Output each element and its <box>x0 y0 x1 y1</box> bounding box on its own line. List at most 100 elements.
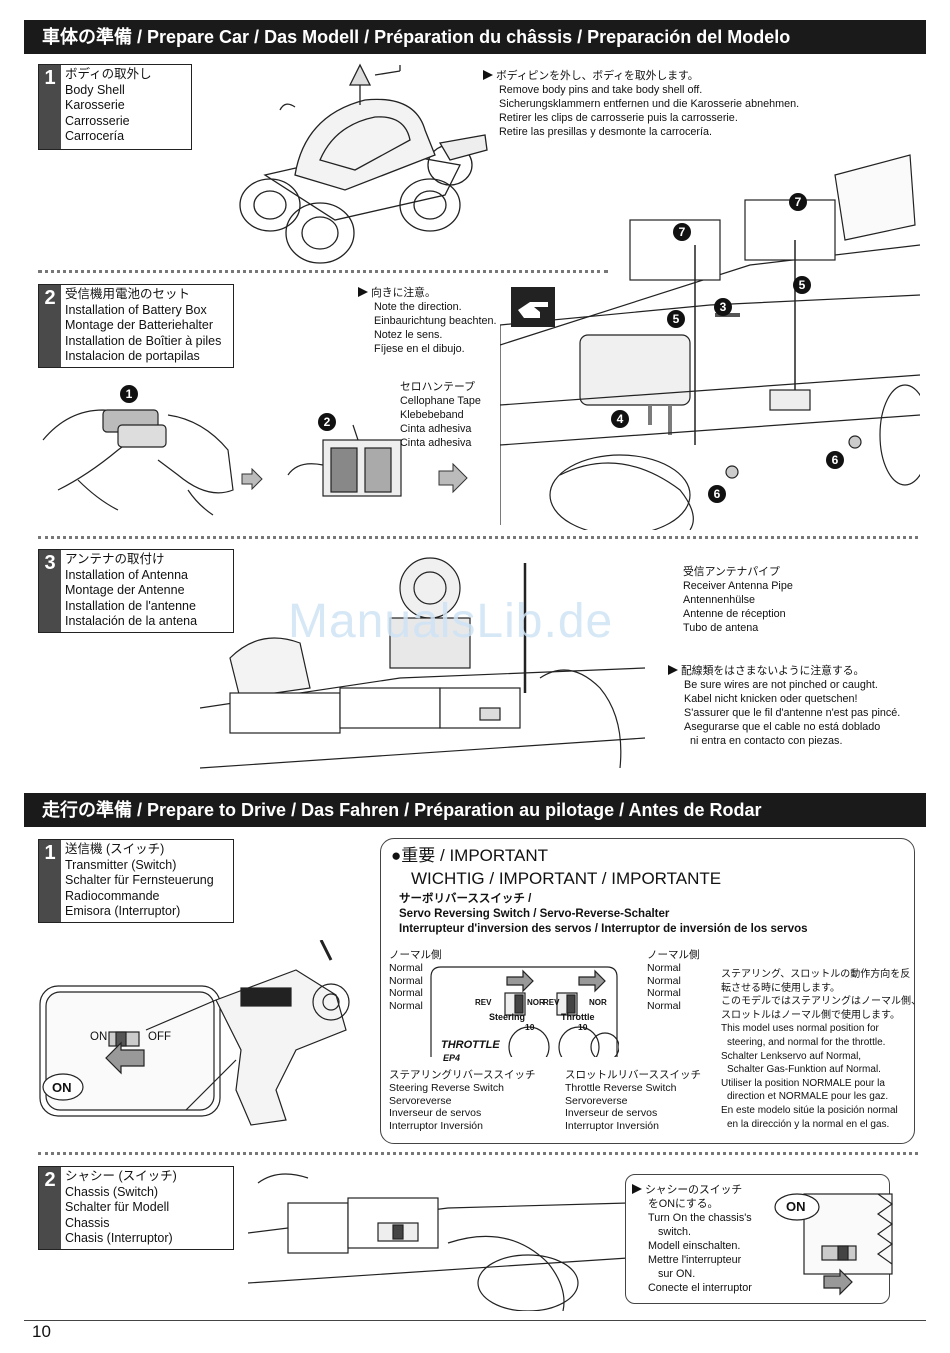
servo-reverse-subtitle: Servo Reversing Switch / Servo-Reverse-S… <box>399 908 670 920</box>
label-line: 受信アンテナパイプ <box>683 566 780 578</box>
step-line: Transmitter (Switch) <box>65 857 177 872</box>
battery-box-installation-diagram <box>500 154 920 530</box>
step-line: Body Shell <box>65 82 125 97</box>
label-line: ステアリングリバーススイッチ <box>389 1069 536 1081</box>
label-line: ノーマル側 <box>647 949 700 961</box>
rev-label: REV <box>475 998 492 1007</box>
desc-line: direction et NORMALE pour les gaz. <box>727 1091 889 1103</box>
label-line: Servoreverse <box>389 1094 452 1107</box>
step-transmitter-switch: 1 送信機 (スイッチ) Transmitter (Switch) Schalt… <box>38 839 234 923</box>
tape-label-line: Klebebeband <box>400 409 464 421</box>
label-line: Normal <box>389 961 423 974</box>
desc-line: このモデルではステアリングはノーマル側、 <box>721 996 921 1008</box>
chassis-switch-note: シャシーのスイッチ をONにする。 Turn On the chassis's … <box>632 1183 752 1295</box>
desc-line: ステアリング、スロットルの動作方向を反 <box>721 969 911 980</box>
transmitter-switch-illustration <box>39 940 350 1126</box>
step-badge-5: 5 <box>667 310 685 328</box>
note-line: Turn On the chassis's <box>648 1212 752 1224</box>
label-line: Normal <box>647 1000 681 1013</box>
desc-line: スロットルはノーマル側で使用します。 <box>721 1009 900 1021</box>
arrow-right-icon <box>668 665 678 675</box>
note-line: Conecte el interruptor <box>648 1282 752 1294</box>
label-line: Interruptor Inversión <box>389 1120 483 1133</box>
note-line: Fíjese en el dibujo. <box>374 343 465 355</box>
servo-reverse-subtitle: Interrupteur d'inversion des servos / In… <box>399 923 808 935</box>
step-badge-4: 4 <box>611 410 629 428</box>
note-line: Retire las presillas y desmonte la carro… <box>499 126 713 138</box>
step-line: Chasis (Interruptor) <box>65 1231 173 1246</box>
desc-line: En este modelo sitúe la posición normal <box>721 1104 898 1116</box>
servo-reverse-switch-panel <box>430 966 619 1057</box>
label-line: ノーマル側 <box>389 949 442 961</box>
label-line: Normal <box>647 961 681 974</box>
step-number: 1 <box>39 65 61 149</box>
note-line: 向きに注意。 <box>371 287 436 299</box>
important-title: IMPORTANT <box>449 846 548 865</box>
note-line: switch. <box>658 1226 691 1238</box>
cellophane-tape-label: セロハンテープ Cellophane Tape Klebebeband Cint… <box>400 380 481 450</box>
note-line: Sicherungsklammern entfernen und die Kar… <box>499 98 800 110</box>
section-divider <box>38 536 918 539</box>
note-line: Modell einschalten. <box>648 1240 741 1252</box>
label-line: Receiver Antenna Pipe <box>683 580 793 592</box>
step-line: シャシー (スイッチ) <box>65 1169 177 1183</box>
note-line: Note the direction. <box>374 301 462 313</box>
desc-line: en la dirección y la normal en el gas. <box>727 1118 890 1130</box>
step-line: Montage der Batteriehalter <box>65 318 214 333</box>
tape-label-line: Cinta adhesiva <box>400 437 472 449</box>
step-line: Schalter für Fernsteuerung <box>65 873 214 888</box>
step-badge-3: 3 <box>714 298 732 316</box>
arrow-right-icon <box>438 462 468 494</box>
dial-label-10: 10 <box>525 1022 535 1032</box>
servo-reverse-subtitle: サーボリバーススイッチ / <box>399 893 532 905</box>
step-line: 送信機 (スイッチ) <box>65 842 165 856</box>
tape-label-line: Cinta adhesiva <box>400 423 472 435</box>
step-number: 2 <box>39 285 61 367</box>
step-line: Chassis <box>65 1215 110 1230</box>
label-line: Inverseur de servos <box>389 1107 482 1120</box>
chassis-switch-illustration <box>248 1173 628 1311</box>
body-shell-note: ボディピンを外し、ボディを取外します。 Remove body pins and… <box>483 69 799 139</box>
note-line: Mettre l'interrupteur <box>648 1254 742 1266</box>
battery-holder-taped-illustration <box>287 424 402 497</box>
section-header-prepare-car: 車体の準備 / Prepare Car / Das Modell / Prépa… <box>24 20 926 54</box>
step-chassis-switch: 2 シャシー (スイッチ) Chassis (Switch) Schalter … <box>38 1166 234 1250</box>
arrow-right-icon <box>358 287 368 297</box>
step-line: Instalacion de portapilas <box>65 349 200 364</box>
arrow-right-icon <box>632 1184 642 1194</box>
label-line: Steering Reverse Switch <box>389 1081 504 1094</box>
note-line: Kabel nicht knicken oder quetschen! <box>684 693 858 705</box>
note-line: S'assurer que le fil d'antenne n'est pas… <box>684 707 901 719</box>
nor-label: NOR <box>589 998 607 1007</box>
step-line: Installation of Antenna <box>65 567 189 582</box>
label-line: Inverseur de servos <box>565 1107 658 1120</box>
antenna-pipe-label: 受信アンテナパイプ Receiver Antenna Pipe Antennen… <box>683 565 793 635</box>
step-line: Radiocommande <box>65 888 160 903</box>
note-line: Einbaurichtung beachten. <box>374 315 497 327</box>
step-line: Carrocería <box>65 129 125 144</box>
section-divider <box>38 270 608 273</box>
step-badge-2: 2 <box>318 413 336 431</box>
step-badge-7: 7 <box>673 223 691 241</box>
label-line: Normal <box>647 987 681 1000</box>
direction-note: 向きに注意。 Note the direction. Einbaurichtun… <box>358 286 496 356</box>
label-line: Tubo de antena <box>683 622 759 634</box>
step-line: Chassis (Switch) <box>65 1184 159 1199</box>
step-line: Emisora (Interruptor) <box>65 904 181 919</box>
label-line: Throttle Reverse Switch <box>565 1081 677 1094</box>
important-servo-reversing-box: ●重要 / IMPORTANT WICHTIG / IMPORTANT / IM… <box>380 838 921 1144</box>
switch-on-label: ON <box>90 1031 108 1043</box>
label-line: Interruptor Inversión <box>565 1120 659 1133</box>
label-line: Antenne de réception <box>683 608 786 620</box>
desc-line: This model uses normal position for <box>721 1023 879 1035</box>
transmitter-model: EP4 <box>443 1053 461 1063</box>
tape-label-line: セロハンテープ <box>400 381 475 393</box>
label-line: Normal <box>389 1000 423 1013</box>
step-line: Installation de l'antenne <box>65 598 196 613</box>
section-header-prepare-drive: 走行の準備 / Prepare to Drive / Das Fahren / … <box>24 793 926 827</box>
step-line: Instalación de la antena <box>65 614 198 629</box>
step-number: 1 <box>39 840 61 922</box>
label-line: Normal <box>389 987 423 1000</box>
label-line: スロットルリバーススイッチ <box>565 1069 701 1081</box>
hands-inserting-batteries-illustration <box>42 409 234 516</box>
